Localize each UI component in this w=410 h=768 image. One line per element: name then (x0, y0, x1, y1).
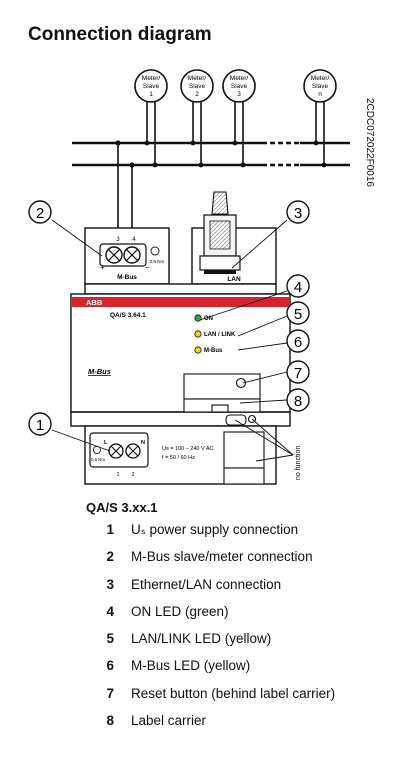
svg-text:L: L (104, 440, 108, 446)
legend-number: 3 (106, 576, 114, 592)
model-number: QA/S 3.64.1 (110, 312, 146, 319)
mbus-logo: M-Bus (88, 367, 111, 376)
legend-text: M-Bus LED (yellow) (131, 658, 251, 674)
legend-text: M-Bus slave/meter connection (131, 549, 313, 565)
abb-red-band (72, 297, 289, 307)
legend-text: Reset button (behind label carrier) (131, 685, 336, 701)
callout-8: 8 (286, 388, 310, 412)
legend-text: Label carrier (131, 713, 207, 729)
page-title: Connection diagram (28, 24, 212, 45)
svg-text:ON: ON (204, 316, 213, 322)
svg-text:LAN / LINK: LAN / LINK (204, 332, 236, 338)
svg-text:n: n (318, 91, 322, 98)
svg-text:Slave: Slave (231, 83, 248, 90)
meter-slave-n: Meter/ Slave n (303, 69, 337, 103)
svg-text:1: 1 (36, 417, 44, 434)
svg-text:7: 7 (294, 365, 302, 382)
callout-leaders (51, 219, 288, 452)
svg-text:Us = 100 – 240 V AC: Us = 100 – 240 V AC (162, 446, 214, 452)
svg-text:Meter/: Meter/ (230, 75, 249, 82)
svg-text:5: 5 (294, 306, 302, 323)
svg-text:N: N (141, 440, 145, 446)
svg-text:4: 4 (132, 237, 136, 243)
svg-text:1: 1 (149, 91, 153, 98)
mbus-feed-wires (115, 140, 327, 234)
svg-text:4: 4 (294, 279, 302, 296)
svg-text:2: 2 (131, 472, 134, 478)
callout-6: 6 (286, 329, 310, 353)
svg-text:8: 8 (294, 393, 302, 410)
meter-slave-1: Meter/ Slave 1 (134, 69, 168, 103)
svg-text:3: 3 (294, 205, 302, 222)
label-carrier (183, 373, 261, 413)
svg-text:Meter/: Meter/ (311, 75, 330, 82)
callout-3: 3 (286, 200, 310, 224)
led-on (194, 314, 202, 322)
svg-text:f = 50 / 60 Hz: f = 50 / 60 Hz (162, 455, 195, 461)
svg-text:6: 6 (294, 334, 302, 351)
legend-title: QA/S 3.xx.1 (86, 500, 158, 515)
svg-text:M-Bus: M-Bus (204, 348, 223, 354)
svg-text:Meter/: Meter/ (188, 75, 207, 82)
svg-text:Slave: Slave (312, 83, 329, 90)
legend-number: 8 (106, 713, 114, 729)
no-function-parts (223, 414, 265, 485)
legend-number: 6 (106, 658, 114, 674)
legend-number: 2 (106, 549, 114, 565)
svg-text:0.6 Nm: 0.6 Nm (150, 259, 165, 264)
led-mbus (194, 346, 202, 354)
svg-text:1: 1 (116, 472, 119, 478)
legend-text: Ethernet/LAN connection (131, 576, 282, 592)
svg-text:LAN: LAN (227, 276, 241, 283)
svg-text:Meter/: Meter/ (142, 75, 161, 82)
callout-5: 5 (286, 301, 310, 325)
svg-text:2: 2 (36, 205, 44, 222)
legend-text: Uₛ power supply connection (131, 522, 299, 537)
svg-text:Slave: Slave (189, 83, 206, 90)
svg-text:+: + (100, 263, 105, 272)
legend-text: LAN/LINK LED (yellow) (131, 631, 272, 647)
svg-text:3: 3 (237, 91, 241, 98)
meter-slave-2: Meter/ Slave 2 (180, 69, 214, 103)
legend-number: 5 (106, 631, 114, 647)
no-function-label: no function (295, 446, 302, 480)
mbus-terminal-block: 3 4 + − 0.6 Nm M-Bus (99, 237, 165, 281)
callout-2: 2 (28, 200, 52, 224)
legend-number: 1 (106, 522, 114, 537)
led-indicators: ON LAN / LINK M-Bus (194, 314, 236, 354)
svg-text:0.6 Nm: 0.6 Nm (91, 457, 105, 462)
svg-text:Slave: Slave (143, 83, 160, 90)
svg-text:3: 3 (116, 237, 120, 243)
power-terminal-block: L N 0.6 Nm 1 2 Us = 100 – 240 V AC f = 5… (89, 432, 214, 478)
svg-text:−: − (145, 263, 150, 272)
connection-diagram: Meter/ Slave 1 Meter/ Slave 2 Meter/ Sla… (28, 69, 350, 485)
document-code: 2CDC072022F0016 (364, 98, 375, 187)
lan-connector: LAN (199, 191, 241, 283)
led-lan-link (194, 330, 202, 338)
legend-number: 4 (106, 603, 114, 619)
mbus-lines (72, 141, 350, 167)
legend-text: ON LED (green) (131, 603, 229, 619)
callout-7: 7 (286, 360, 310, 384)
reset-button (235, 377, 247, 389)
meter-slave-3: Meter/ Slave 3 (222, 69, 256, 103)
svg-text:M-Bus: M-Bus (117, 274, 137, 281)
callout-1: 1 (28, 412, 52, 436)
callout-4: 4 (286, 274, 310, 298)
meter-drops (146, 101, 325, 165)
abb-logo: ABB (86, 298, 103, 307)
svg-text:2: 2 (195, 91, 199, 98)
legend-number: 7 (106, 685, 114, 701)
